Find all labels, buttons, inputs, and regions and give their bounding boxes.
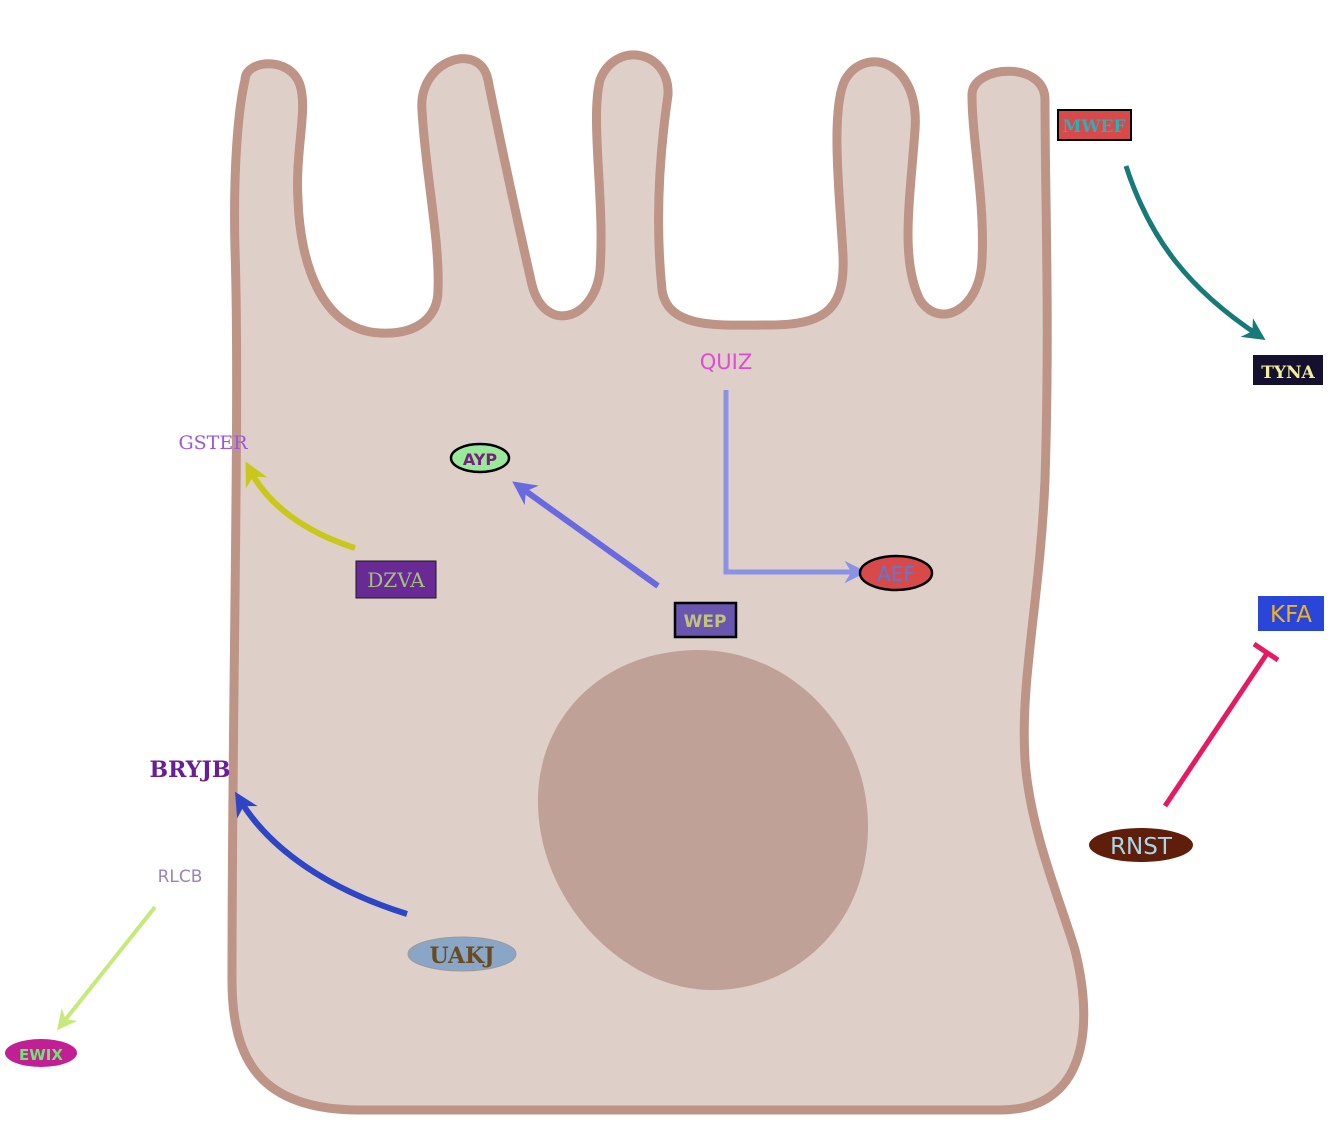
- node-wep-label: WEP: [684, 612, 727, 632]
- node-quiz-label: QUIZ: [700, 350, 752, 374]
- edge-rlcb-ewix: [57, 905, 157, 1031]
- edge-wep-ayp: [512, 481, 660, 589]
- edge-dzva-gster: [245, 461, 356, 551]
- edges: [57, 165, 1280, 1031]
- node-aef-label: AEF: [877, 562, 915, 586]
- node-ayp[interactable]: AYP: [449, 442, 511, 474]
- node-aef[interactable]: AEF: [858, 554, 934, 592]
- node-ayp-label: AYP: [463, 450, 497, 469]
- node-dzva-label: DZVA: [367, 568, 425, 592]
- edge-quiz-aef: [723, 390, 867, 584]
- node-bryjb[interactable]: BRYJB: [150, 757, 231, 783]
- node-rlcb-label: RLCB: [158, 867, 203, 887]
- node-kfa-label: KFA: [1270, 602, 1312, 628]
- edge-uakj-bryjb: [235, 791, 408, 917]
- node-uakj[interactable]: UAKJ: [407, 936, 517, 972]
- node-rnst[interactable]: RNST: [1089, 828, 1193, 862]
- node-gster-label: GSTER: [178, 432, 248, 454]
- node-quiz[interactable]: QUIZ: [700, 350, 752, 374]
- node-rnst-label: RNST: [1110, 834, 1173, 860]
- node-uakj-label: UAKJ: [429, 943, 494, 969]
- node-mwef-label: MWEF: [1063, 117, 1126, 137]
- edge-rnst-kfa: [1162, 641, 1280, 808]
- node-kfa[interactable]: KFA: [1258, 596, 1324, 631]
- node-ewix-label: EWIX: [19, 1046, 63, 1064]
- node-tyna[interactable]: TYNA: [1253, 355, 1323, 385]
- node-mwef[interactable]: MWEF: [1057, 109, 1132, 141]
- node-tyna-label: TYNA: [1261, 363, 1315, 383]
- node-rlcb[interactable]: RLCB: [158, 867, 203, 887]
- nodes: MWEF TYNA QUIZ GSTER AYP AEF DZVA WEP: [5, 109, 1324, 1067]
- node-ewix[interactable]: EWIX: [5, 1039, 77, 1067]
- nucleus: [537, 649, 869, 991]
- edge-mwef-tyna: [1123, 165, 1266, 340]
- node-gster[interactable]: GSTER: [178, 432, 248, 454]
- node-wep[interactable]: WEP: [673, 601, 738, 639]
- node-bryjb-label: BRYJB: [150, 757, 231, 783]
- node-dzva[interactable]: DZVA: [355, 560, 437, 599]
